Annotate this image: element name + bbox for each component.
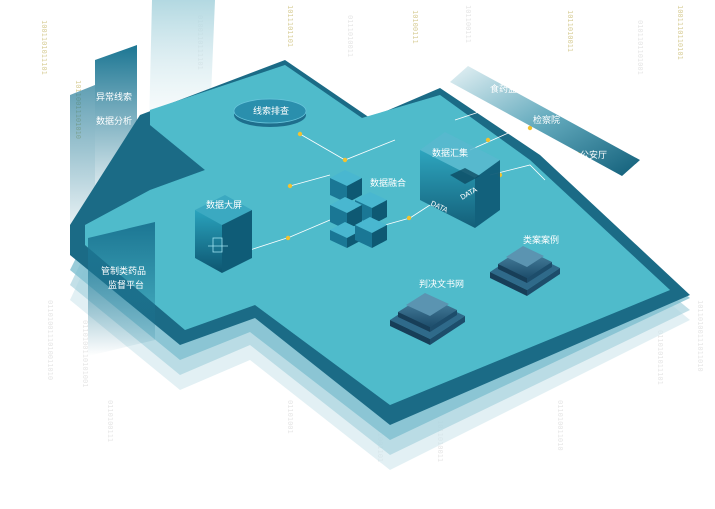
label-food-drug: 食药监 xyxy=(490,83,517,95)
svg-text:1001101011101: 1001101011101 xyxy=(40,20,48,75)
svg-text:10110100111011010: 10110100111011010 xyxy=(696,300,704,372)
label-abnormal-clues: 异常线索 xyxy=(96,91,132,103)
svg-text:1011101101: 1011101101 xyxy=(286,5,294,47)
label-data-fusion: 数据融合 xyxy=(370,177,406,189)
label-data-analysis: 数据分析 xyxy=(96,115,132,127)
svg-text:10100111: 10100111 xyxy=(411,10,419,44)
platform-title-line2: 监督平台 xyxy=(108,279,144,291)
svg-text:0111010011: 0111010011 xyxy=(346,15,354,57)
platform-title-line1: 管制类药品 xyxy=(101,265,146,277)
svg-text:0110100111010011010: 0110100111010011010 xyxy=(46,300,54,380)
svg-text:0101101101001: 0101101101001 xyxy=(636,20,644,75)
label-judgment-docs: 判决文书网 xyxy=(419,278,464,290)
judgment-docs-node: 判决文书网 xyxy=(390,278,465,345)
svg-text:0110100110101001: 0110100110101001 xyxy=(81,320,89,387)
clue-check-node: 线索排查 xyxy=(233,98,307,127)
label-data-screen: 数据大屏 xyxy=(206,199,242,211)
svg-text:0110100111: 0110100111 xyxy=(106,400,114,442)
banner-platform: 管制类药品 监督平台 xyxy=(88,222,155,356)
svg-text:1001110110101: 1001110110101 xyxy=(676,5,684,60)
label-similar-cases: 类案案例 xyxy=(523,234,559,246)
data-fusion-node: 数据融合 xyxy=(330,170,406,248)
label-data-collect: 数据汇集 xyxy=(432,147,468,159)
banner-agencies: 食药监 检察院 公安厅 xyxy=(450,66,640,176)
svg-text:011010011010: 011010011010 xyxy=(556,400,564,451)
svg-text:01101001: 01101001 xyxy=(286,400,294,434)
svg-text:101100111: 101100111 xyxy=(464,5,472,43)
svg-text:1011010011: 1011010011 xyxy=(566,10,574,52)
similar-cases-node: 类案案例 xyxy=(490,234,560,296)
label-procuratorate: 检察院 xyxy=(533,114,560,126)
label-clue-check: 线索排查 xyxy=(253,105,289,117)
label-public-security: 公安厅 xyxy=(580,149,607,161)
data-screen-node: 数据大屏 xyxy=(195,195,252,273)
svg-text:0110101011101: 0110101011101 xyxy=(656,330,664,385)
